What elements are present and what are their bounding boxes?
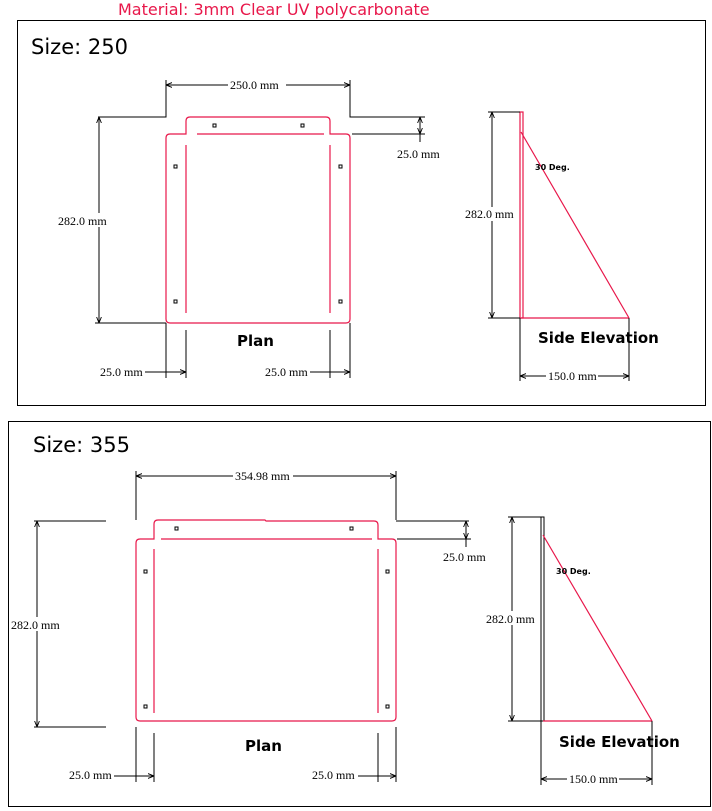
- width-dimension: 354.98 mm: [235, 469, 290, 483]
- panel-frame: [17, 20, 706, 406]
- left-flange-dimension: 25.0 mm: [69, 768, 112, 782]
- plan-dimensions: 354.98 mm 25.0 mm 282.0 mm 25.0 mm 25.0 …: [10, 468, 486, 782]
- size-label: Size: 355: [33, 433, 130, 457]
- plan-view: [165, 116, 351, 324]
- tab-dimension: 25.0 mm: [443, 550, 486, 564]
- angle-label: 30 Deg.: [535, 163, 570, 172]
- size-label: Size: 250: [31, 35, 128, 59]
- mounting-holes: [173, 123, 343, 304]
- side-elevation-label: Side Elevation: [559, 733, 680, 751]
- panel-frame: [8, 421, 711, 807]
- angle-label: 30 Deg.: [556, 567, 591, 576]
- depth-dimension: 150.0 mm: [569, 772, 618, 786]
- side-elevation-label: Side Elevation: [538, 329, 659, 347]
- height-dimension: 282.0 mm: [11, 618, 60, 632]
- side-elevation: 282.0 mm 30 Deg. Side Elevation 150.0 mm: [485, 516, 680, 786]
- height-dimension: 282.0 mm: [58, 214, 107, 228]
- plan-dimensions: 250.0 mm 25.0 mm 282.0 mm 25.0 mm 25.0 m…: [58, 77, 440, 379]
- mounting-holes: [143, 526, 390, 709]
- width-dimension: 250.0 mm: [230, 78, 279, 92]
- plan-label: Plan: [237, 332, 274, 350]
- side-height-dimension: 282.0 mm: [465, 207, 514, 221]
- plan-view: [135, 519, 397, 722]
- tab-dimension: 25.0 mm: [397, 147, 440, 161]
- side-height-dimension: 282.0 mm: [486, 612, 535, 626]
- depth-dimension: 150.0 mm: [548, 369, 597, 383]
- right-flange-dimension: 25.0 mm: [265, 365, 308, 379]
- drawing-size-355: Size: 355 354.98 mm 25.0 mm: [8, 421, 711, 807]
- right-flange-dimension: 25.0 mm: [312, 768, 355, 782]
- drawing-size-250: Size: 250 250.0 mm 25.0 mm: [17, 20, 706, 406]
- side-elevation: 282.0 mm 30 Deg. Side Elevation 150.0 mm: [465, 111, 659, 383]
- material-title: Material: 3mm Clear UV polycarbonate: [118, 0, 430, 19]
- left-flange-dimension: 25.0 mm: [100, 365, 143, 379]
- plan-label: Plan: [245, 737, 282, 755]
